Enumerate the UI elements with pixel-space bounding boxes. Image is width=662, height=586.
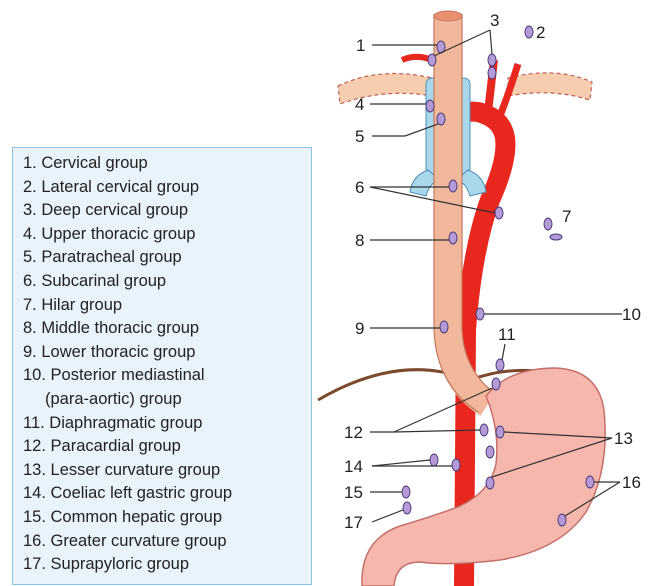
legend-item: 16. Greater curvature group xyxy=(23,530,311,554)
legend-item: 9. Lower thoracic group xyxy=(23,341,311,365)
callout-16: 16 xyxy=(622,473,641,492)
lymph-node-7 xyxy=(544,218,552,230)
right-clavicle xyxy=(508,73,592,100)
callout-4: 4 xyxy=(355,95,364,114)
lymph-node-2 xyxy=(525,26,533,38)
legend-item: 11. Diaphragmatic group xyxy=(23,412,311,436)
lymph-node-3 xyxy=(488,67,496,79)
lymph-node-13 xyxy=(486,477,494,489)
lymph-node-14 xyxy=(430,454,438,466)
lymph-node-3 xyxy=(488,54,496,66)
callout-13: 13 xyxy=(614,429,633,448)
legend-item-continuation: (para-aortic) group xyxy=(23,388,311,412)
lymph-node-12 xyxy=(492,378,500,390)
lymph-node-8 xyxy=(449,232,457,244)
legend-item: 15. Common hepatic group xyxy=(23,506,311,530)
lymph-node-17 xyxy=(403,502,411,514)
legend-item: 8. Middle thoracic group xyxy=(23,317,311,341)
legend-item: 6. Subcarinal group xyxy=(23,270,311,294)
lymph-node-16 xyxy=(558,514,566,526)
lymph-node-4 xyxy=(426,100,434,112)
lymph-node-6 xyxy=(495,207,503,219)
callout-17: 17 xyxy=(344,513,363,532)
lymph-node-16 xyxy=(586,476,594,488)
lymph-node-12 xyxy=(480,424,488,436)
legend-item: 17. Suprapyloric group xyxy=(23,553,311,577)
lymph-node-14 xyxy=(452,459,460,471)
lymph-node-6 xyxy=(449,180,457,192)
lymph-node-7 xyxy=(550,234,562,240)
legend-item: 1. Cervical group xyxy=(23,152,311,176)
legend-item: 3. Deep cervical group xyxy=(23,199,311,223)
callout-6: 6 xyxy=(355,178,364,197)
callout-5: 5 xyxy=(355,127,364,146)
callout-8: 8 xyxy=(355,231,364,250)
legend-item: 14. Coeliac left gastric group xyxy=(23,482,311,506)
callout-10: 10 xyxy=(622,305,641,324)
legend-item: 12. Paracardial group xyxy=(23,435,311,459)
callout-2: 2 xyxy=(536,23,545,42)
callout-9: 9 xyxy=(355,319,364,338)
callout-12: 12 xyxy=(344,423,363,442)
callout-15: 15 xyxy=(344,483,363,502)
lymph-node-13 xyxy=(486,446,494,458)
legend-item: 5. Paratracheal group xyxy=(23,246,311,270)
legend-box: 1. Cervical group 2. Lateral cervical gr… xyxy=(12,147,312,585)
callout-3: 3 xyxy=(490,11,499,30)
legend-item: 13. Lesser curvature group xyxy=(23,459,311,483)
callout-14: 14 xyxy=(344,457,363,476)
left-clavicle xyxy=(338,74,432,105)
lymph-node-11 xyxy=(496,359,504,371)
legend-item: 4. Upper thoracic group xyxy=(23,223,311,247)
lymph-node-15 xyxy=(402,486,410,498)
legend-item: 10. Posterior mediastinal xyxy=(23,364,311,388)
legend-item: 2. Lateral cervical group xyxy=(23,176,311,200)
legend-item: 7. Hilar group xyxy=(23,294,311,318)
lymph-node-10 xyxy=(476,308,484,320)
lymph-node-12 xyxy=(496,426,504,438)
legend-list: 1. Cervical group 2. Lateral cervical gr… xyxy=(23,152,311,577)
esophagus-lumen xyxy=(434,11,462,21)
callout-1: 1 xyxy=(356,36,365,55)
lymph-node-5 xyxy=(437,113,445,125)
callout-11: 11 xyxy=(498,325,516,344)
callout-7: 7 xyxy=(562,207,571,226)
lymph-node-9 xyxy=(440,321,448,333)
